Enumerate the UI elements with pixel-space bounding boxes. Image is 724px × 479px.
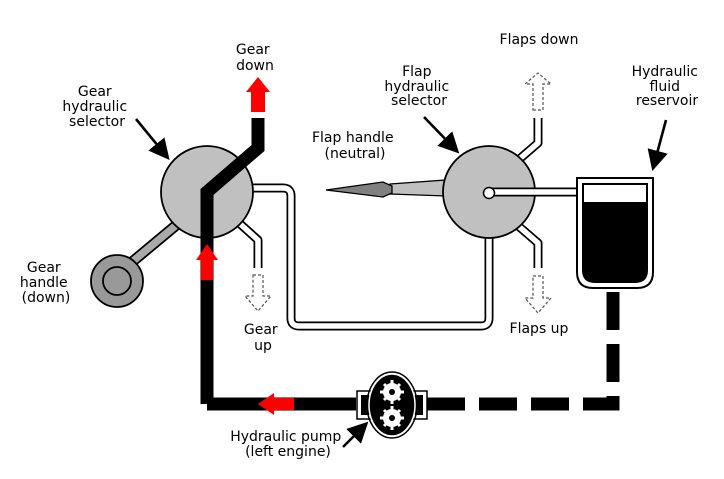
flaps-down-arrow	[523, 72, 553, 111]
flow-arrow-from-pump	[258, 393, 294, 415]
pump-pointer	[342, 421, 369, 448]
flap-handle[interactable]	[325, 179, 447, 198]
label-gear-down: Gear down	[236, 42, 274, 74]
reservoir-pointer	[647, 119, 668, 172]
pressure-line	[200, 118, 265, 404]
label-flaps-down: Flaps down	[500, 32, 579, 48]
gear-up-pipe	[234, 218, 263, 268]
return-pipe	[248, 183, 494, 331]
label-gear-handle: Gear handle (down)	[20, 260, 72, 306]
label-flap-selector: Flap hydraulic selector	[384, 64, 453, 109]
flap-selector-pointer	[423, 116, 460, 154]
hydraulic-reservoir	[576, 177, 654, 289]
gear-selector-pointer	[134, 118, 170, 161]
label-reservoir: Hydraulic fluid reservoir	[632, 64, 703, 109]
flaps-down-pipe	[513, 118, 543, 166]
label-gear-selector: Gear hydraulic selector	[62, 84, 131, 130]
flaps-up-pipe	[513, 220, 543, 268]
hydraulic-pump	[356, 371, 428, 439]
gear-up-arrow	[243, 274, 273, 312]
flaps-up-arrow	[523, 275, 553, 314]
flap-selector-pivot	[482, 186, 496, 200]
suction-line	[427, 290, 620, 411]
flow-arrow-gear-down	[246, 77, 270, 112]
label-flap-handle: Flap handle (neutral)	[312, 130, 398, 162]
flow-arrow-into-selector	[196, 244, 218, 280]
label-flaps-up: Flaps up	[510, 321, 569, 337]
label-gear-up: Gear up	[244, 322, 282, 354]
gear-handle[interactable]	[90, 217, 184, 308]
label-pump: Hydraulic pump (left engine)	[230, 429, 346, 460]
